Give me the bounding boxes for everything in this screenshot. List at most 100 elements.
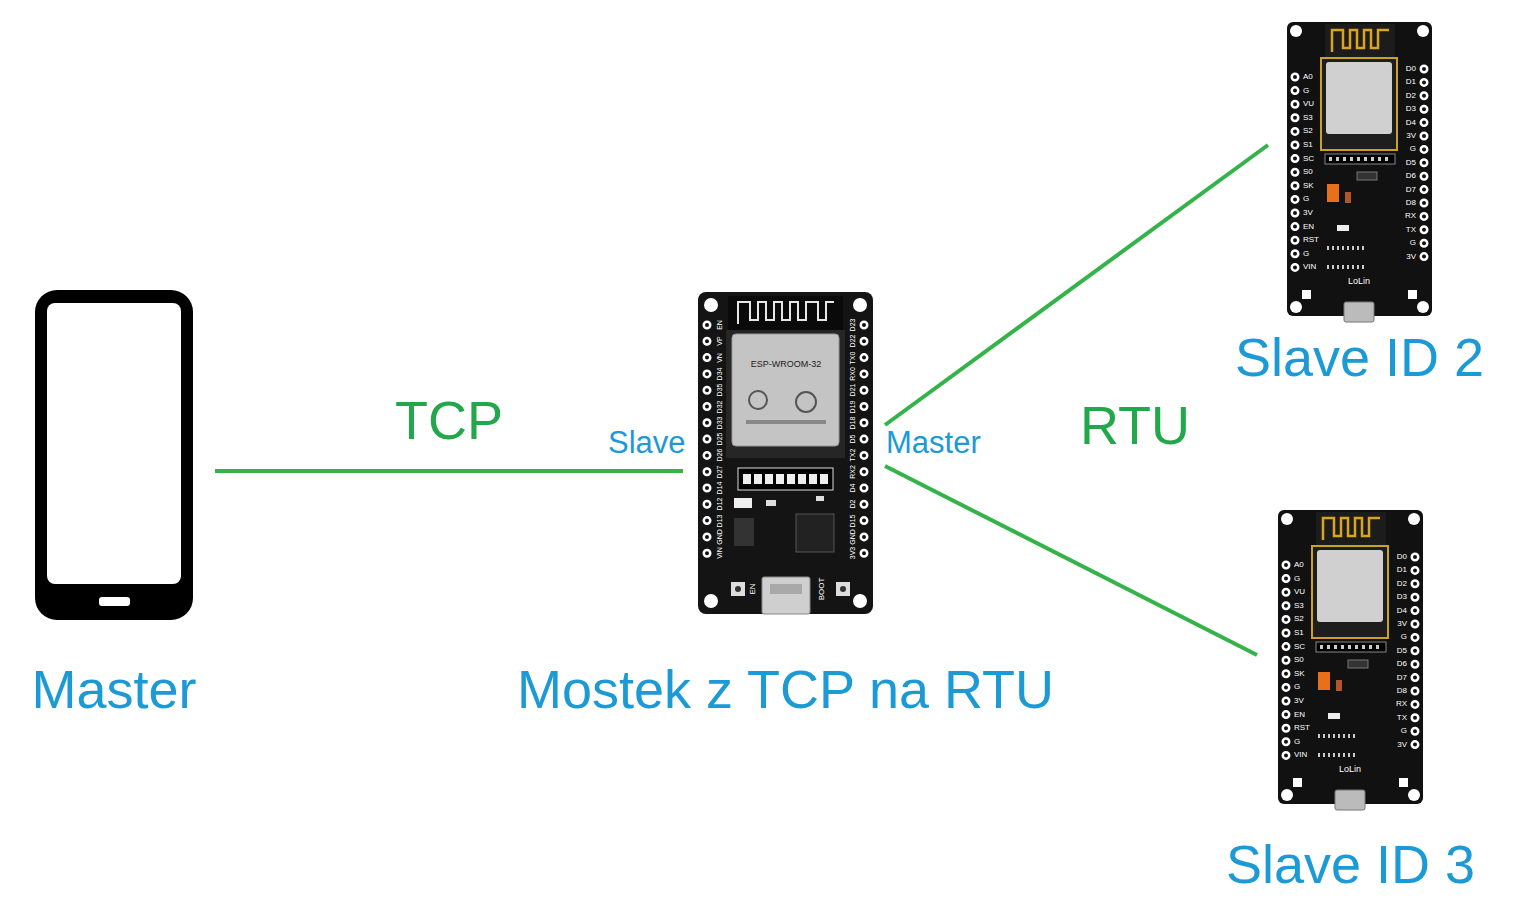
esp32-bridge: Mostek z TCP na RTU <box>698 292 873 614</box>
pin-label: D1 <box>1397 566 1407 574</box>
esp32-board-part <box>734 518 754 546</box>
nodemcu-board-part <box>1321 58 1397 150</box>
pin-label: D34 <box>716 367 723 380</box>
esp32-board-part <box>743 474 829 484</box>
nodemcu-board-part <box>1320 645 1382 649</box>
pin-label: G <box>1294 738 1300 746</box>
protocol-label: RTU <box>1080 394 1190 456</box>
pin-label: S1 <box>1303 141 1313 149</box>
esp32-board <box>698 292 873 614</box>
pin-label: D2 <box>1406 92 1416 100</box>
pin-label: D4 <box>849 484 856 493</box>
nodemcu-board-part <box>1312 546 1388 638</box>
nodemcu-board-part <box>1278 510 1423 804</box>
esp32-board-part <box>704 594 718 608</box>
nodemcu-board-part <box>1357 172 1377 180</box>
board-brand: LoLin <box>1339 765 1361 774</box>
pin-label: G <box>1401 633 1407 641</box>
nodemcu-board-part <box>1293 77 1297 268</box>
pin-label: D22 <box>849 335 856 348</box>
pin-label: TX <box>1406 226 1416 234</box>
nodemcu-board-part <box>1317 550 1383 622</box>
pin-label: G <box>1303 87 1309 95</box>
pin-label: D23 <box>849 319 856 332</box>
esp32-board-part <box>749 391 767 409</box>
nodemcu-board-part <box>1328 713 1340 719</box>
pin-label: D2 <box>1397 580 1407 588</box>
nodemcu-board-part <box>1408 513 1420 525</box>
nodemcu-board <box>1278 510 1423 810</box>
nodemcu-board-part <box>1281 789 1293 801</box>
connection-line <box>215 469 683 473</box>
esp32-board-part <box>762 577 810 614</box>
nodemcu-board-part <box>1284 565 1288 756</box>
nodemcu-board-part <box>1318 672 1330 690</box>
pin-label: VP <box>716 337 723 346</box>
pin-label: D26 <box>716 449 723 462</box>
nodemcu-board-part <box>1290 25 1302 37</box>
pin-label: TX <box>1397 714 1407 722</box>
pin-label: RX <box>1396 700 1407 708</box>
pin-label: A0 <box>1294 561 1304 569</box>
pin-label: D15 <box>849 514 856 527</box>
pin-label: D5 <box>1406 159 1416 167</box>
nodemcu-board-part <box>1348 660 1368 668</box>
pin-label: SC <box>1294 643 1305 651</box>
pin-label: G <box>1401 727 1407 735</box>
pin-label: D7 <box>1397 674 1407 682</box>
pin-label: D4 <box>1406 119 1416 127</box>
esp32-board-part <box>746 420 826 424</box>
nodemcu-board-part <box>1325 154 1395 164</box>
pin-label: D6 <box>1397 660 1407 668</box>
pin-label: D8 <box>1397 687 1407 695</box>
pin-label: D3 <box>1397 593 1407 601</box>
pin-label: D35 <box>716 384 723 397</box>
button-label: EN <box>749 583 757 594</box>
esp32-board-part <box>738 302 834 324</box>
pin-label: SK <box>1294 670 1305 678</box>
pin-label: TX2 <box>849 449 856 462</box>
pin-label: D19 <box>849 400 856 413</box>
pin-label: RX <box>1405 212 1416 220</box>
nodemcu-board-part <box>1335 790 1365 810</box>
esp32-board-part <box>840 586 846 592</box>
pin-label: G <box>1294 683 1300 691</box>
pin-label: D3 <box>1406 105 1416 113</box>
pin-label: 3V <box>1406 253 1416 261</box>
nodemcu-board-part <box>1344 302 1374 322</box>
nodemcu-board <box>1287 22 1432 322</box>
esp32-board-part <box>770 584 802 594</box>
esp32-board-part <box>735 586 741 592</box>
pin-label: VN <box>716 353 723 363</box>
pin-label: RST <box>1303 236 1319 244</box>
nodemcu-board-part <box>1302 290 1311 299</box>
esp32-board-part <box>732 334 839 446</box>
nodemcu-board-part <box>1399 778 1408 787</box>
nodemcu-board-part <box>1287 22 1432 316</box>
pin-label: S0 <box>1294 656 1304 664</box>
pin-label: VIN <box>1303 263 1316 271</box>
pin-label: G <box>1303 250 1309 258</box>
pin-label: SC <box>1303 155 1314 163</box>
pin-label: D13 <box>716 514 723 527</box>
nodemcu-board-part <box>1316 512 1386 546</box>
nodemcu-board-part <box>1420 69 1429 257</box>
esp32-board-part <box>862 325 866 554</box>
pin-label: D7 <box>1406 186 1416 194</box>
pin-label: S0 <box>1303 168 1313 176</box>
esp32-board-part <box>704 298 718 312</box>
pin-label: VU <box>1303 100 1314 108</box>
nodemcu-board-part <box>1318 734 1358 738</box>
pin-label: D21 <box>849 384 856 397</box>
pin-label: SK <box>1303 182 1314 190</box>
node-caption: Master <box>31 658 196 720</box>
pin-label: D2 <box>849 500 856 509</box>
nodemcu-board-part <box>1408 290 1417 299</box>
pin-label: 3V3 <box>849 547 856 559</box>
nodemcu-board-part <box>1326 62 1392 134</box>
nodemcu-board-part <box>1325 24 1395 58</box>
pin-label: D5 <box>849 435 856 444</box>
nodemcu-board-part <box>1417 301 1429 313</box>
connection-line <box>885 145 1268 425</box>
